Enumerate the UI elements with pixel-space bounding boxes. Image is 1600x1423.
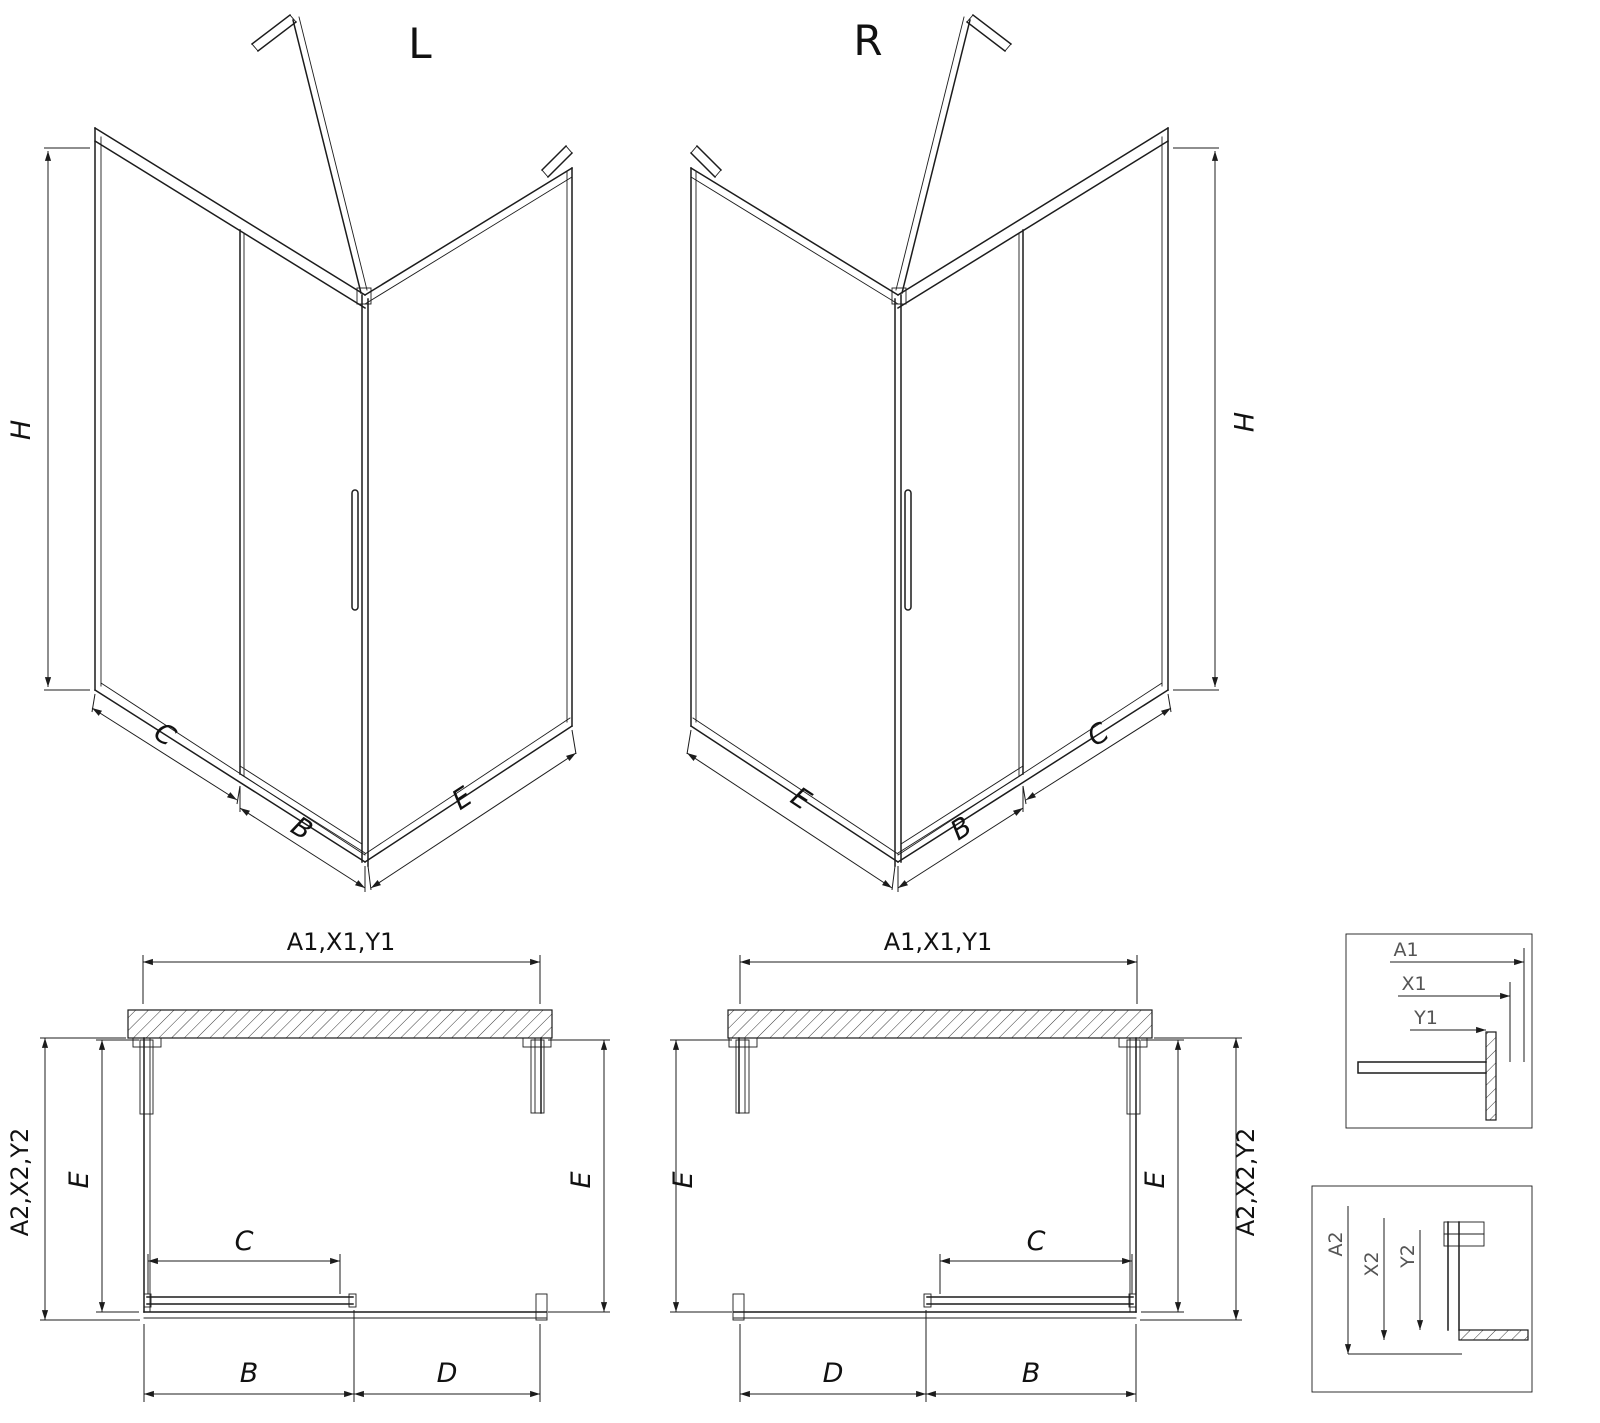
dim-label-fixed: D <box>823 1358 844 1389</box>
dim-label-a2: A2 <box>1325 1231 1347 1256</box>
dim-label-door: B <box>1022 1358 1041 1389</box>
variant-label-right: R <box>853 16 882 65</box>
dim-label-depth-right: E <box>566 1171 597 1188</box>
detail-frame <box>1345 933 1533 1129</box>
building-wall <box>127 1009 553 1039</box>
dim-label-depth-outer: A2,X2,Y2 <box>1232 1128 1260 1237</box>
dim-label-y2: Y2 <box>1397 1244 1419 1269</box>
dim-label-a1: A1 <box>1393 939 1418 961</box>
glass-section <box>1485 1031 1497 1121</box>
wall-bracket <box>1118 1037 1148 1048</box>
dim-label-opening: C <box>235 1226 254 1257</box>
dim-label-door: B <box>240 1358 259 1389</box>
wall-profile <box>1126 1039 1141 1115</box>
dim-label-door: B <box>945 811 977 847</box>
panel-end-post <box>732 1293 745 1321</box>
glass-section <box>1458 1329 1529 1341</box>
wall-profile <box>530 1039 545 1114</box>
dim-label-depth-left: E <box>668 1171 699 1188</box>
iso-view-left: H C B E L <box>6 13 577 892</box>
wall-bracket <box>132 1037 162 1048</box>
detail-view-top: A1 X1 Y1 <box>1345 933 1533 1129</box>
dim-label-side: E <box>785 781 816 816</box>
wall-profile <box>139 1039 154 1115</box>
dim-label-opening: C <box>1027 1226 1046 1257</box>
door-handle <box>351 489 359 611</box>
dim-label-depth-left: E <box>64 1171 95 1188</box>
dim-label-fixed: D <box>437 1358 458 1389</box>
dim-label-x1: X1 <box>1401 973 1426 995</box>
dim-label-y1: Y1 <box>1413 1007 1438 1029</box>
dim-label-depth-outer: A2,X2,Y2 <box>6 1128 34 1237</box>
dim-label-width: A1,X1,Y1 <box>884 928 993 956</box>
corner-joint <box>356 287 372 305</box>
plan-view-left: A1,X1,Y1 C E A2,X2,Y2 E <box>6 928 610 1402</box>
door-end-cap <box>348 1293 357 1308</box>
variant-label-left: L <box>408 19 432 68</box>
wall-profile <box>735 1039 750 1114</box>
dim-label-depth-right: E <box>1140 1171 1171 1188</box>
detail-view-bottom: A2 X2 Y2 <box>1311 1185 1533 1393</box>
iso-view-right: H E B C R <box>686 13 1258 892</box>
detail-frame <box>1311 1185 1533 1393</box>
corner-joint <box>891 287 907 305</box>
dim-label-height: H <box>1227 412 1258 432</box>
door-end-cap <box>923 1293 932 1308</box>
panel-end-post <box>535 1293 548 1321</box>
building-wall <box>727 1009 1153 1039</box>
dim-label-fixed: C <box>1082 717 1115 753</box>
dim-label-side: E <box>447 781 478 816</box>
dim-label-width: A1,X1,Y1 <box>287 928 396 956</box>
dim-label-fixed: C <box>148 717 181 753</box>
plan-view-right: A1,X1,Y1 C E E A2,X2,Y2 <box>668 928 1260 1402</box>
dim-label-height: H <box>6 420 37 440</box>
wall-bracket <box>728 1037 758 1048</box>
door-handle <box>904 489 912 611</box>
dim-label-x2: X2 <box>1361 1251 1383 1276</box>
wall-bracket <box>522 1037 552 1048</box>
